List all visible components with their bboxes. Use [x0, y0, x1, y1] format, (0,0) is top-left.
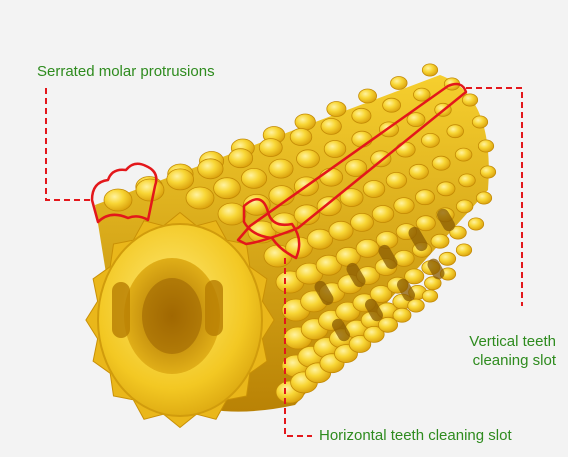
horizontal-slot-outline — [242, 198, 301, 260]
corn-kernel — [370, 150, 392, 168]
corn-kernel — [268, 158, 294, 179]
face-slot-left — [112, 282, 130, 338]
corn-kernel — [369, 285, 393, 303]
horizontal-callout-line — [284, 258, 312, 437]
corn-kernel — [438, 251, 457, 266]
corn-kernel — [351, 107, 372, 124]
corn-kernel — [406, 112, 426, 127]
corn-kernel — [385, 171, 407, 189]
corn-kernel — [289, 128, 313, 146]
corn-kernel — [390, 76, 408, 90]
corn-kernel — [320, 118, 342, 135]
corn-kernel — [358, 88, 378, 104]
vertical-slot-label: Vertical teeth cleaning slot — [469, 332, 556, 370]
corn-kernel — [424, 276, 442, 291]
corn-kernel — [393, 197, 415, 215]
corn-kernel — [455, 199, 474, 214]
corn-kernel — [258, 138, 283, 158]
horizontal-label-text: Horizontal teeth cleaning slot — [319, 427, 512, 444]
corn-kernel — [455, 243, 473, 257]
corn-kernel — [328, 220, 354, 241]
corn-kernel — [213, 177, 241, 200]
corn-kernel — [166, 168, 195, 191]
corn-kernel — [430, 233, 450, 249]
vertical-label-line1: Vertical teeth — [469, 333, 556, 350]
corn-kernel — [449, 225, 467, 240]
molar-label-text: Serrated molar protrusions — [37, 63, 215, 80]
corn-kernel — [363, 325, 385, 343]
corn-kernel — [413, 87, 431, 102]
corn-kernel — [458, 173, 476, 188]
corn-kernel — [217, 202, 247, 226]
end-face — [85, 211, 275, 429]
corn-kernel — [135, 178, 165, 202]
corn-kernel — [421, 63, 439, 77]
corn-kernel — [431, 155, 451, 171]
corn-kernel — [293, 204, 320, 226]
corn-kernel — [471, 115, 489, 129]
corn-kernel — [414, 189, 435, 206]
horizontal-slots — [314, 208, 455, 342]
vertical-slot-outline — [236, 82, 468, 246]
corn-kernel — [355, 238, 380, 258]
vertical-callout-line — [466, 87, 523, 306]
corn-kernel — [339, 188, 364, 208]
corn-kernel — [407, 298, 425, 313]
corn-kernel — [395, 141, 416, 158]
corn-kernel — [408, 163, 429, 180]
corn-kernel — [415, 215, 436, 232]
corn-kernel — [477, 139, 495, 153]
corn-kernel — [377, 316, 398, 333]
corn-kernel — [461, 93, 479, 107]
corn-kernel — [316, 196, 342, 217]
corn-kernel — [103, 188, 133, 212]
corn-kernel — [479, 165, 497, 179]
corn-kernel — [446, 124, 464, 139]
corn-kernel — [371, 205, 395, 223]
corn-kernel — [454, 147, 473, 162]
corn-kernel — [315, 254, 342, 276]
corn-kernel — [294, 113, 316, 131]
corn-kernel — [351, 130, 373, 148]
corn-kernel — [436, 181, 456, 197]
corn-kernel — [319, 167, 344, 187]
corn-kernel — [240, 167, 268, 189]
molar-protrusions-label: Serrated molar protrusions — [37, 62, 215, 81]
corn-kernel — [228, 148, 254, 169]
corn-kernel — [326, 101, 347, 117]
corn-kernel — [362, 180, 386, 198]
corn-kernel — [348, 335, 372, 353]
face-slot-right — [205, 280, 223, 336]
corn-kernel — [420, 132, 440, 148]
corn-kernel — [404, 268, 425, 285]
corn-kernel — [382, 97, 402, 113]
corn-kernel — [306, 228, 334, 250]
corn-kernel — [323, 140, 347, 158]
corn-kernel — [344, 159, 368, 177]
corn-kernel — [467, 217, 485, 231]
corn-kernel — [392, 307, 412, 323]
callout-lines — [45, 87, 523, 437]
corn-kernel — [296, 149, 320, 169]
molar-outline — [90, 162, 158, 224]
vertical-label-line2: cleaning slot — [472, 352, 556, 369]
corn-kernel — [421, 289, 439, 303]
corn-kernel — [242, 193, 271, 216]
molar-callout-line — [45, 88, 92, 201]
highlight-outlines — [90, 82, 468, 260]
corn-kernel — [475, 191, 493, 205]
horizontal-slot-label: Horizontal teeth cleaning slot — [319, 426, 512, 445]
corn-kernel — [185, 186, 215, 210]
corn-kernel — [197, 158, 224, 180]
corn-kernel — [350, 212, 374, 232]
